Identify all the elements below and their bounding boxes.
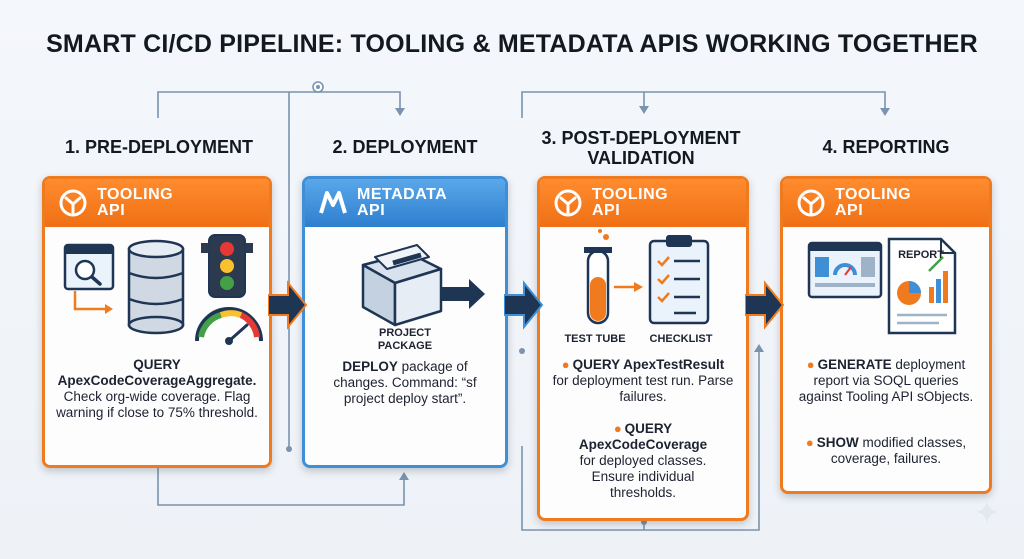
stage-4-bullet-1: ●GENERATE deployment report via SOQL que… xyxy=(797,357,975,405)
api-name-line1: TOOLING xyxy=(835,186,912,203)
query-keyword: QUERY xyxy=(133,357,181,372)
api-name-line2: API xyxy=(835,202,864,219)
api-name-line1: TOOLING xyxy=(97,186,174,203)
test-tube-caption: TEST TUBE xyxy=(564,333,626,345)
stage-1-label: 1. PRE-DEPLOYMENT xyxy=(64,137,254,157)
stage-1-card: TOOLING API xyxy=(42,176,272,468)
reporting-illustration xyxy=(807,237,957,335)
api-name-line2: API xyxy=(357,202,386,219)
stage-2-card: METADATA API PROJECT PACKAGE DEPLOY pack… xyxy=(302,176,508,468)
gauge-icon xyxy=(195,307,263,345)
stage-1-description: QUERY ApexCodeCoverageAggregate. Check o… xyxy=(51,357,263,421)
report-document-icon xyxy=(887,237,957,335)
bullet-dot-icon: ● xyxy=(561,357,570,372)
tooling-api-header: TOOLING API xyxy=(540,179,746,227)
stage-4-bullet-2: ●SHOW modified classes, coverage, failur… xyxy=(797,435,975,467)
bullet-1-bold: QUERY ApexTestResult xyxy=(572,357,725,372)
stage-4-card: TOOLING API xyxy=(780,176,992,494)
stage-3-label: 3. POST-DEPLOYMENT VALIDATION xyxy=(541,128,741,168)
api-name-line1: TOOLING xyxy=(592,186,669,203)
flow-arrow-3 xyxy=(745,280,785,330)
stage-4-label: 4. REPORTING xyxy=(822,137,950,157)
tooling-logo-icon xyxy=(59,189,87,217)
query-object: ApexCodeCoverageAggregate. xyxy=(57,373,257,388)
flow-arrow-2 xyxy=(504,280,544,330)
tooling-logo-icon xyxy=(554,189,582,217)
checklist-caption: CHECKLIST xyxy=(649,333,713,345)
stage-3-bullet-2: ●QUERY ApexCodeCoverage for deployed cla… xyxy=(558,421,728,501)
flow-arrow-1 xyxy=(268,280,308,330)
pre-deployment-illustration xyxy=(63,234,263,345)
sparkle-icon xyxy=(975,500,999,524)
metadata-logo-icon xyxy=(319,191,347,214)
bullet-1-text: deployment report via SOQL queries again… xyxy=(798,357,974,404)
tooling-api-header: TOOLING API xyxy=(45,179,269,227)
bullet-2-bold: SHOW xyxy=(816,435,859,450)
package-caption: PROJECT PACKAGE xyxy=(377,327,433,352)
stage-3-bullet-1: ●QUERY ApexTestResult for deployment tes… xyxy=(546,357,740,405)
browser-search-icon xyxy=(63,243,115,291)
test-tube-icon xyxy=(584,229,612,325)
bullet-1-bold: GENERATE xyxy=(817,357,892,372)
checklist-icon xyxy=(648,235,710,325)
database-icon xyxy=(127,239,185,335)
api-name-line2: API xyxy=(97,202,126,219)
bullet-2-text: for deployed classes. Ensure individual … xyxy=(579,453,707,500)
stage-2-label: 2. DEPLOYMENT xyxy=(332,137,478,157)
api-name-line2: API xyxy=(592,202,621,219)
bullet-2-text: modified classes, coverage, failures. xyxy=(830,435,967,466)
bullet-dot-icon: ● xyxy=(613,421,622,436)
bullet-1-text: for deployment test run. Parse failures. xyxy=(552,373,734,404)
tooling-logo-icon xyxy=(797,189,825,217)
stage-3-card: TOOLING API xyxy=(537,176,749,521)
page-title: SMART CI/CD PIPELINE: TOOLING & METADATA… xyxy=(46,30,978,58)
send-arrow-icon xyxy=(441,279,485,309)
desc-text: Check org-wide coverage. Flag warning if… xyxy=(56,389,258,420)
validation-illustration xyxy=(584,229,710,325)
desc-text: package of changes. Command: “sf project… xyxy=(333,359,477,406)
tooling-api-header: TOOLING API xyxy=(783,179,989,227)
deploy-keyword: DEPLOY xyxy=(342,359,398,374)
bullet-2-bold: QUERY ApexCodeCoverage xyxy=(578,421,708,452)
api-name-line1: METADATA xyxy=(357,186,448,203)
package-box-icon xyxy=(361,244,443,327)
bullet-dot-icon: ● xyxy=(805,435,814,450)
package-illustration xyxy=(361,244,485,327)
dashboard-icon xyxy=(807,241,883,299)
traffic-light-icon xyxy=(201,234,253,298)
metadata-api-header: METADATA API xyxy=(305,179,505,227)
bullet-dot-icon: ● xyxy=(806,357,815,372)
report-label: REPORT xyxy=(898,249,944,261)
stage-2-description: DEPLOY package of changes. Command: “sf … xyxy=(315,359,495,407)
